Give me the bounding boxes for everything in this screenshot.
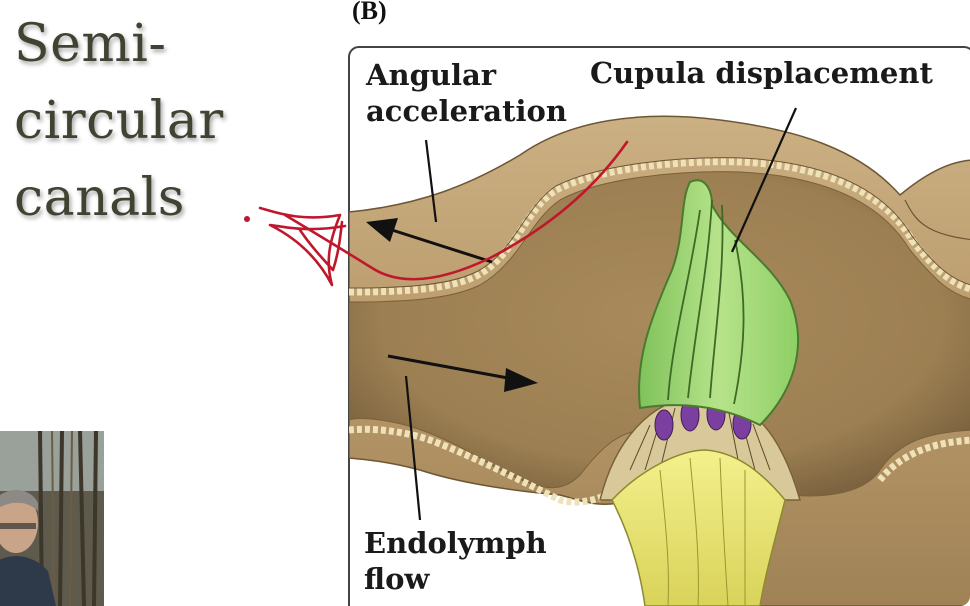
- presenter-webcam-thumbnail: [0, 431, 104, 606]
- endolymph-flow-arrow: [387, 354, 538, 392]
- panel-label: (B): [352, 0, 387, 25]
- slide-title-line-3: canals: [14, 168, 185, 228]
- slide-title-line-1: Semi-: [14, 14, 167, 74]
- red-pen-annotation: [258, 140, 629, 287]
- endolymph-label-line1: Endolymph: [364, 526, 547, 560]
- membrane-upper-edge: [349, 157, 970, 289]
- angular-acceleration-arrow: [366, 218, 493, 264]
- endolymph-label-line2: flow: [364, 562, 430, 596]
- endolymph-leader: [404, 375, 422, 521]
- angular-leader: [424, 139, 438, 223]
- membrane-lower: [349, 425, 970, 506]
- red-pen-dot: [244, 216, 250, 222]
- cupula-stereocilia: [667, 199, 745, 405]
- cupula-leader: [730, 107, 798, 253]
- cupula-displacement-label: Cupula displacement: [590, 56, 933, 90]
- membrane-upper: [349, 158, 970, 296]
- angular-acceleration-label-line1: Angular: [366, 58, 497, 92]
- nerve-fibers: [659, 457, 746, 606]
- angular-acceleration-label-line2: acceleration: [366, 94, 567, 128]
- vestibular-nerve: [611, 449, 786, 606]
- slide-title-line-2: circular: [14, 91, 224, 151]
